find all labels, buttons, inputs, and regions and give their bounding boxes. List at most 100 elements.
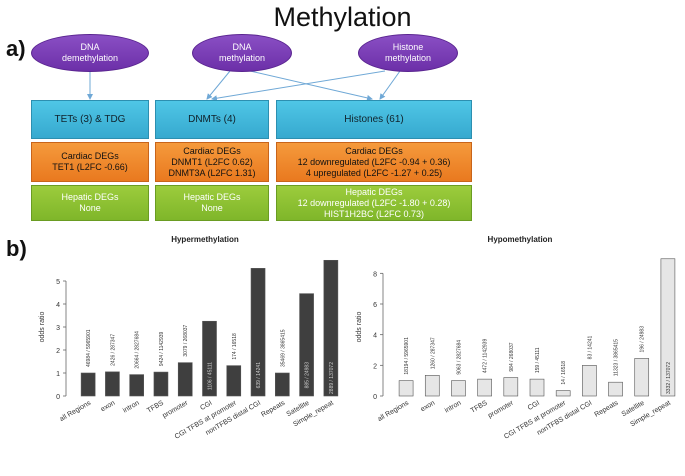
ellipse-line2: methylation	[384, 53, 432, 63]
x-tick-label: intron	[122, 400, 141, 415]
bar-count-label: 3332 / 137072	[666, 362, 672, 394]
bar	[177, 362, 193, 397]
ellipse-line2: demethylation	[61, 53, 119, 63]
x-tick-label: intron	[444, 400, 463, 415]
bar-count-label: 174 / 16518	[232, 333, 238, 360]
arrow-histone-to-histones	[379, 70, 401, 100]
hepatic-box: Hepatic DEGs None	[31, 185, 149, 221]
x-tick-label: promoter	[161, 399, 189, 419]
cardiac-line: DNMT3A (L2FC 1.31)	[168, 167, 256, 178]
column-dnmts: DNMTs (4) Cardiac DEGs DNMT1 (L2FC 0.62)…	[155, 100, 269, 221]
bar-count-label: 46984 / 5965901	[86, 329, 92, 367]
x-tick-label: TFBS	[470, 400, 489, 415]
ellipse-line1: Histone	[392, 42, 424, 52]
bar-count-label: 3079 / 268037	[183, 324, 189, 356]
bar	[503, 377, 519, 397]
bar-count-label: 35469 / 3865415	[280, 329, 286, 367]
bar	[582, 365, 597, 397]
hepatic-line: Hepatic DEGs	[183, 192, 241, 202]
hepatic-line: HIST1H2BC (L2FC 0.73)	[323, 208, 425, 219]
bar	[477, 378, 492, 397]
bar-count-label: 1106 / 45111	[208, 362, 214, 390]
bar	[555, 390, 571, 397]
bar-count-label: 885 / 24983	[305, 362, 311, 389]
y-tick-label: 0	[56, 394, 60, 401]
hepatic-box: Hepatic DEGs None	[155, 185, 269, 221]
bar-count-label: 83 / 14241	[587, 335, 593, 359]
bar	[424, 375, 440, 397]
y-tick-label: 4	[56, 302, 60, 309]
panel-b-label: b)	[6, 236, 27, 261]
y-tick-label: 2	[373, 363, 377, 370]
bar	[226, 365, 242, 397]
column-histones: Histones (61) Cardiac DEGs 12 downregula…	[276, 100, 472, 221]
bar-count-label: 2889 / 137072	[329, 362, 335, 394]
cardiac-box: Cardiac DEGs 12 downregulated (L2FC -0.9…	[276, 142, 472, 182]
cardiac-box: Cardiac DEGs DNMT1 (L2FC 0.62) DNMT3A (L…	[155, 142, 269, 182]
arrow-methylation-to-dnmts	[206, 70, 231, 100]
x-tick-label: Repeats	[260, 399, 287, 418]
ellipse-line1: DNA	[232, 42, 252, 52]
bar	[105, 371, 120, 397]
x-tick-label: exon	[100, 400, 117, 414]
bar-count-label: 196 / 24983	[640, 326, 646, 353]
chart-title: Hypomethylation	[488, 235, 553, 244]
header-box: DNMTs (4)	[155, 100, 269, 139]
y-tick-label: 0	[373, 394, 377, 401]
y-tick-label: 5	[56, 279, 60, 286]
bar	[608, 381, 623, 397]
chart-title: Hypermethylation	[171, 235, 239, 244]
bar	[323, 259, 339, 397]
bar	[80, 372, 96, 397]
cardiac-line: TET1 (L2FC -0.66)	[52, 162, 128, 172]
bar	[398, 380, 414, 397]
hepatic-line: Hepatic DEGs	[61, 192, 119, 202]
header-text: TETs (3) & TDG	[54, 114, 126, 125]
panel-a-label: a)	[6, 36, 26, 61]
bar	[660, 258, 676, 397]
x-tick-label: CGI	[199, 400, 213, 412]
bar-count-label: 20664 / 2827684	[135, 331, 141, 369]
x-tick-label: promoter	[487, 399, 515, 419]
y-tick-label: 3	[56, 325, 60, 332]
bar-count-label: 159 / 45111	[535, 347, 541, 373]
bar-count-label: 1260 / 287347	[430, 337, 436, 369]
x-tick-label: all Regions	[377, 399, 411, 423]
bar	[129, 374, 144, 397]
cardiac-line: DNMT1 (L2FC 0.62)	[171, 156, 253, 167]
y-tick-label: 1	[56, 371, 60, 378]
hepatic-line: None	[201, 203, 223, 213]
x-tick-label: exon	[420, 400, 437, 414]
y-tick-label: 2	[56, 348, 60, 355]
hepatic-box: Hepatic DEGs 12 downregulated (L2FC -1.8…	[276, 185, 472, 221]
bar	[275, 372, 290, 397]
header-box: Histones (61)	[276, 100, 472, 139]
cardiac-line: Cardiac DEGs	[345, 145, 403, 156]
y-tick-label: 6	[373, 302, 377, 309]
x-tick-label: CGI	[527, 400, 541, 412]
cardiac-line: Cardiac DEGs	[61, 151, 119, 161]
y-tick-label: 8	[373, 271, 377, 278]
hepatic-line: None	[79, 203, 101, 213]
bar-count-label: 11323 / 3865415	[614, 339, 620, 376]
bar	[299, 293, 314, 397]
cardiac-line: 4 upregulated (L2FC -1.27 + 0.25)	[305, 167, 443, 178]
bar	[153, 371, 169, 397]
bar	[250, 268, 266, 397]
cardiac-line: 12 downregulated (L2FC -0.94 + 0.36)	[297, 156, 451, 167]
y-tick-label: 4	[373, 333, 377, 340]
bar-count-label: 2426 / 287347	[110, 334, 116, 366]
bar-count-label: 4472 / 1142939	[483, 339, 489, 374]
bar	[529, 378, 545, 397]
header-text: DNMTs (4)	[188, 114, 236, 125]
bar	[634, 358, 650, 397]
ellipse-line2: methylation	[218, 53, 266, 63]
bar-count-label: 984 / 268037	[509, 342, 515, 371]
connector-arrows	[87, 70, 401, 102]
hepatic-line: 12 downregulated (L2FC -1.80 + 0.28)	[297, 197, 451, 208]
